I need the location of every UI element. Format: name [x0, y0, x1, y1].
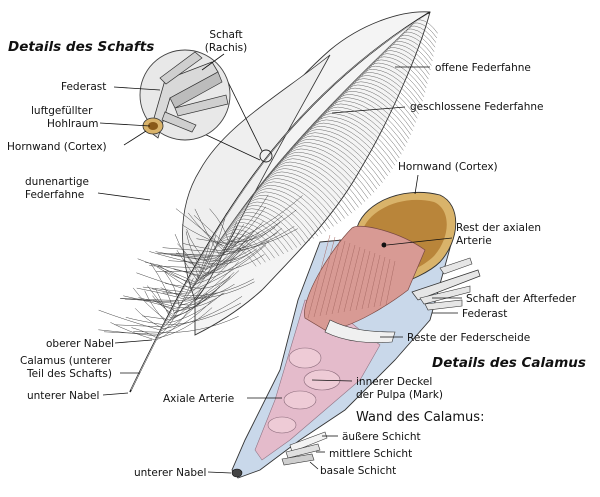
label-offene: offene Federfahne	[435, 62, 531, 74]
label-schaft: Schaft	[209, 29, 242, 41]
label-luftgefuellter-2: Hohlraum	[47, 118, 99, 130]
label-calamus-unterer-2: Teil des Schafts)	[26, 368, 112, 380]
downy-barbs	[98, 194, 303, 341]
shaft-detail-inset	[139, 49, 231, 141]
label-federast-top: Federast	[61, 81, 106, 93]
rachis-highlight	[130, 13, 429, 391]
label-rest-arterie-1: Rest der axialen	[456, 222, 541, 234]
label-basale-schicht: basale Schicht	[320, 465, 396, 477]
label-schaft-afterfeder: Schaft der Afterfeder	[466, 293, 577, 305]
label-dunenartige-1: dunenartige	[25, 176, 89, 188]
label-geschlossene: geschlossene Federfahne	[410, 101, 544, 113]
air-cavity	[148, 122, 158, 130]
feather-illustration	[98, 11, 438, 393]
pulp-caps	[267, 347, 341, 434]
calamus-wall-layers	[281, 431, 328, 466]
title-calamus-details: Details des Calamus	[432, 355, 586, 371]
label-mittlere-schicht: mittlere Schicht	[329, 448, 412, 460]
label-unterer-nabel-bottom: unterer Nabel	[134, 467, 206, 479]
label-reste-federscheide: Reste der Federscheide	[407, 332, 530, 344]
label-oberer-nabel: oberer Nabel	[46, 338, 114, 350]
shaft-detail-marker	[259, 149, 273, 163]
label-rest-arterie-2: Arterie	[456, 235, 492, 247]
label-axiale-arterie: Axiale Arterie	[163, 393, 234, 405]
axial-artery-rest-dot	[381, 242, 387, 248]
lower-umbilicus-bottom	[231, 468, 243, 478]
label-hornwand-right: Hornwand (Cortex)	[398, 161, 498, 173]
label-luftgefuellter-1: luftgefüllter	[31, 105, 93, 117]
label-dunenartige-2: Federfahne	[25, 189, 84, 201]
sheath-remnants	[324, 319, 396, 343]
afterfeather-shaft	[411, 257, 481, 311]
label-calamus-unterer-1: Calamus (unterer	[20, 355, 112, 367]
shaft-cross-section	[142, 51, 229, 139]
label-innerer-deckel-2: der Pulpa (Mark)	[356, 389, 443, 401]
label-federast-right: Federast	[462, 308, 507, 320]
title-calamus-wall: Wand des Calamus:	[356, 410, 484, 425]
label-unterer-nabel-left: unterer Nabel	[27, 390, 99, 402]
label-rachis: (Rachis)	[205, 42, 248, 54]
label-aeussere-schicht: äußere Schicht	[342, 431, 421, 443]
title-shaft-details: Details des Schafts	[8, 39, 154, 55]
label-innerer-deckel-1: innerer Deckel	[356, 376, 432, 388]
pulp-core-lines	[307, 234, 396, 319]
label-hornwand-left: Hornwand (Cortex)	[7, 141, 107, 153]
